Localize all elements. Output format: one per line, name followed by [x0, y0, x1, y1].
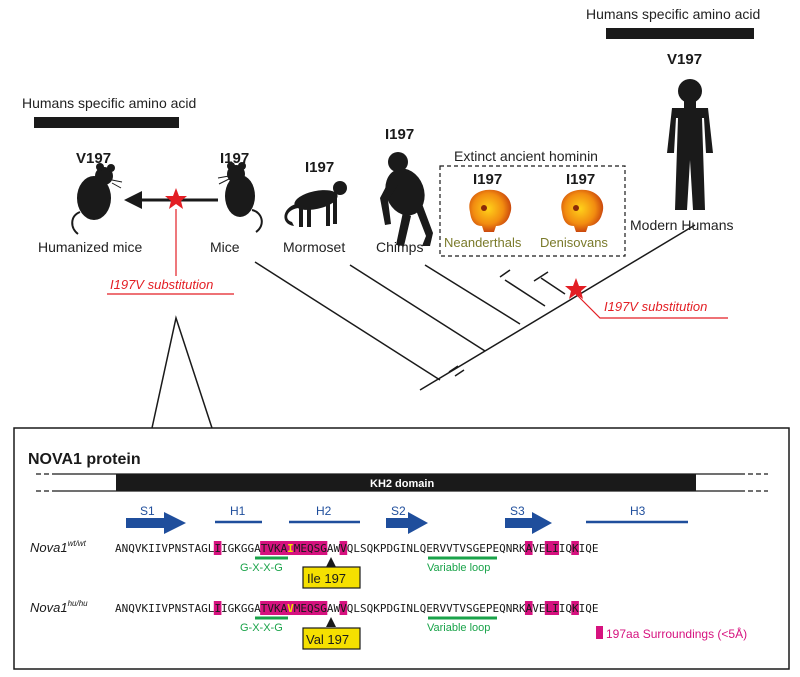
val-box — [302, 627, 361, 650]
surrounding-residue-highlight — [544, 541, 560, 555]
label-humanized-mice: Humanized mice — [38, 239, 142, 255]
human-icon — [667, 79, 713, 210]
surrounding-residue-highlight — [260, 601, 328, 615]
label-marmoset: Mormoset — [283, 239, 345, 255]
surrounding-residue-highlight — [213, 541, 222, 555]
i197-neanderthal: I197 — [473, 171, 502, 188]
substitution-left-label: I197V substitution — [110, 277, 213, 292]
surrounding-residue-highlight — [339, 541, 348, 555]
human-specific-label-left: Humans specific amino acid — [22, 95, 196, 111]
h3-label: H3 — [630, 504, 646, 518]
h2-label: H2 — [316, 504, 332, 518]
human-specific-label-right: Humans specific amino acid — [586, 6, 760, 22]
monkey-icon — [284, 181, 347, 227]
surrounding-residue-highlight — [213, 601, 222, 615]
label-neanderthals: Neanderthals — [444, 235, 522, 250]
phylogenetic-tree — [254, 224, 696, 391]
extinct-box-title: Extinct ancient hominin — [454, 148, 598, 164]
sequence-hu: ANQVKIIVPNSTAGLIIGKGGATVKAVMEQSGAWVQLSQK… — [115, 602, 598, 615]
surrounding-residue-highlight — [260, 541, 328, 555]
residue-197: V — [287, 602, 294, 615]
highlights-wt: I — [287, 542, 294, 555]
zoom-callout — [151, 315, 213, 429]
surrounding-residue-highlight — [524, 541, 533, 555]
v197-mice: V197 — [76, 150, 111, 167]
h1-label: H1 — [230, 504, 246, 518]
sequence-wt: ANQVKIIVPNSTAGLIIGKGGATVKAIMEQSGAWVQLSQK… — [115, 542, 598, 555]
residue-197: I — [287, 542, 294, 555]
mouse-icon — [217, 162, 263, 233]
kh2-domain-bar — [116, 474, 696, 491]
s3-label: S3 — [510, 504, 525, 518]
s2-label: S2 — [391, 504, 406, 518]
highlight-backgrounds — [213, 541, 579, 555]
substitution-right-leader — [575, 293, 728, 319]
surrounding-residue-highlight — [339, 601, 348, 615]
val-label: Val 197 — [306, 632, 349, 647]
val-pointer — [326, 617, 336, 627]
protein-title: NOVA1 protein — [28, 451, 141, 468]
secondary-structure: S1 H1 H2 S2 S3 H3 — [126, 504, 688, 534]
surrounding-residue-highlight — [524, 601, 533, 615]
ile-pointer — [326, 557, 336, 567]
highlights-hu: V — [287, 602, 294, 615]
human-specific-bar-left — [34, 117, 179, 128]
s1-label: S1 — [140, 504, 155, 518]
label-mice: Mice — [210, 239, 240, 255]
i197-marmoset: I197 — [305, 159, 334, 176]
surrounding-residue-highlight — [571, 601, 579, 615]
i197-denisovan: I197 — [566, 171, 595, 188]
humanized-mouse-icon — [71, 163, 123, 235]
legend-label: 197aa Surroundings (<5Å) — [606, 626, 747, 641]
variable-loop-label-hu: Variable loop — [427, 622, 490, 634]
chimp-icon — [380, 152, 433, 246]
label-modern-humans: Modern Humans — [630, 217, 734, 233]
protein-panel — [13, 427, 790, 670]
surrounding-residue-highlight — [544, 601, 560, 615]
label-chimps: Chimps — [376, 239, 423, 255]
human-specific-bar-right — [606, 28, 754, 39]
highlight-backgrounds — [213, 601, 579, 615]
ile-box — [302, 566, 361, 589]
variable-loop-label-wt: Variable loop — [427, 562, 490, 574]
nova1-wt-label: Nova1wt/wt — [30, 539, 87, 555]
legend-swatch — [596, 626, 603, 639]
gxxg-label-hu: G-X-X-G — [240, 622, 283, 634]
star-icon — [565, 278, 587, 299]
star-icon — [165, 188, 187, 209]
i197-chimps: I197 — [385, 126, 414, 143]
skull-icon — [469, 189, 512, 232]
i197-mice: I197 — [220, 150, 249, 167]
gxxg-label-wt: G-X-X-G — [240, 562, 283, 574]
surrounding-residue-highlight — [571, 541, 579, 555]
label-denisovans: Denisovans — [540, 235, 608, 250]
nova1-hu-label: Nova1hu/hu — [30, 599, 88, 615]
substitution-right-label: I197V substitution — [604, 299, 707, 314]
extinct-hominin-box — [439, 165, 626, 257]
skull-icon — [561, 189, 604, 232]
v197-human: V197 — [667, 51, 702, 68]
kh2-domain-label: KH2 domain — [370, 478, 434, 490]
ile-label: Ile 197 — [307, 571, 346, 586]
